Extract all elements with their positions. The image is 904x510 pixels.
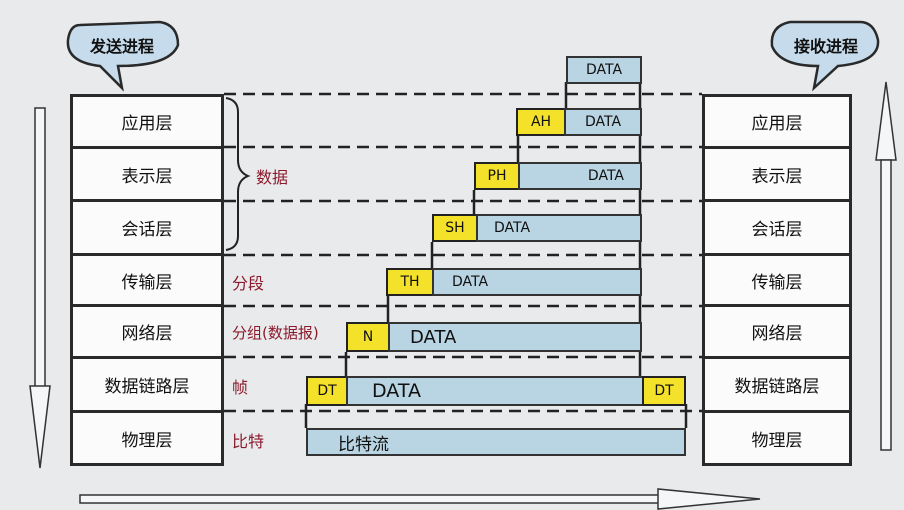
left-layer-physical: 物理层 xyxy=(70,410,224,466)
right-layer-network: 网络层 xyxy=(702,304,852,359)
right-layer-application: 应用层 xyxy=(702,94,852,149)
left-layer-transport: 传输层 xyxy=(70,253,224,307)
data-block-network: DATA xyxy=(388,322,642,352)
data-block-application: DATA xyxy=(564,108,642,136)
header-dt-left: DT xyxy=(306,376,348,406)
left-layer-application: 应用层 xyxy=(70,94,224,149)
data-block-presentation: DATA xyxy=(518,162,642,190)
left-layer-datalink: 数据链路层 xyxy=(70,356,224,413)
right-layer-presentation: 表示层 xyxy=(702,146,852,202)
data-block-transport: DATA xyxy=(432,268,642,296)
unit-label-data: 数据 xyxy=(256,168,289,187)
down-arrow xyxy=(29,107,51,469)
left-layer-network: 网络层 xyxy=(70,304,224,359)
left-layer-presentation: 表示层 xyxy=(70,146,224,202)
header-ah: AH xyxy=(516,108,566,136)
left-layer-session: 会话层 xyxy=(70,199,224,256)
right-layer-datalink: 数据链路层 xyxy=(702,356,852,413)
header-sh: SH xyxy=(432,214,478,242)
bitstream-block: 比特流 xyxy=(306,428,686,456)
sender-process-label: 发送进程 xyxy=(90,37,155,56)
receiver-process-label: 接收进程 xyxy=(794,37,859,56)
sender-bubble xyxy=(66,20,180,92)
right-arrow xyxy=(79,488,761,510)
right-layer-session: 会话层 xyxy=(702,199,852,256)
right-layer-physical: 物理层 xyxy=(702,410,852,466)
header-dt-right: DT xyxy=(642,376,686,406)
brace xyxy=(225,97,251,251)
right-layer-transport: 传输层 xyxy=(702,253,852,307)
header-ph: PH xyxy=(474,162,520,190)
data-block-top: DATA xyxy=(566,56,642,84)
layer-separators xyxy=(224,92,702,413)
unit-label-segment: 分段 xyxy=(232,274,265,293)
data-block-datalink: DATA xyxy=(346,376,644,406)
header-n: N xyxy=(346,322,390,352)
up-arrow xyxy=(875,81,897,451)
unit-label-frame: 帧 xyxy=(232,378,249,397)
header-th: TH xyxy=(386,268,434,296)
data-block-session: DATA xyxy=(476,214,642,242)
unit-label-bit: 比特 xyxy=(232,432,265,451)
unit-label-packet: 分组(数据报) xyxy=(232,324,319,342)
receiver-bubble xyxy=(770,20,880,92)
